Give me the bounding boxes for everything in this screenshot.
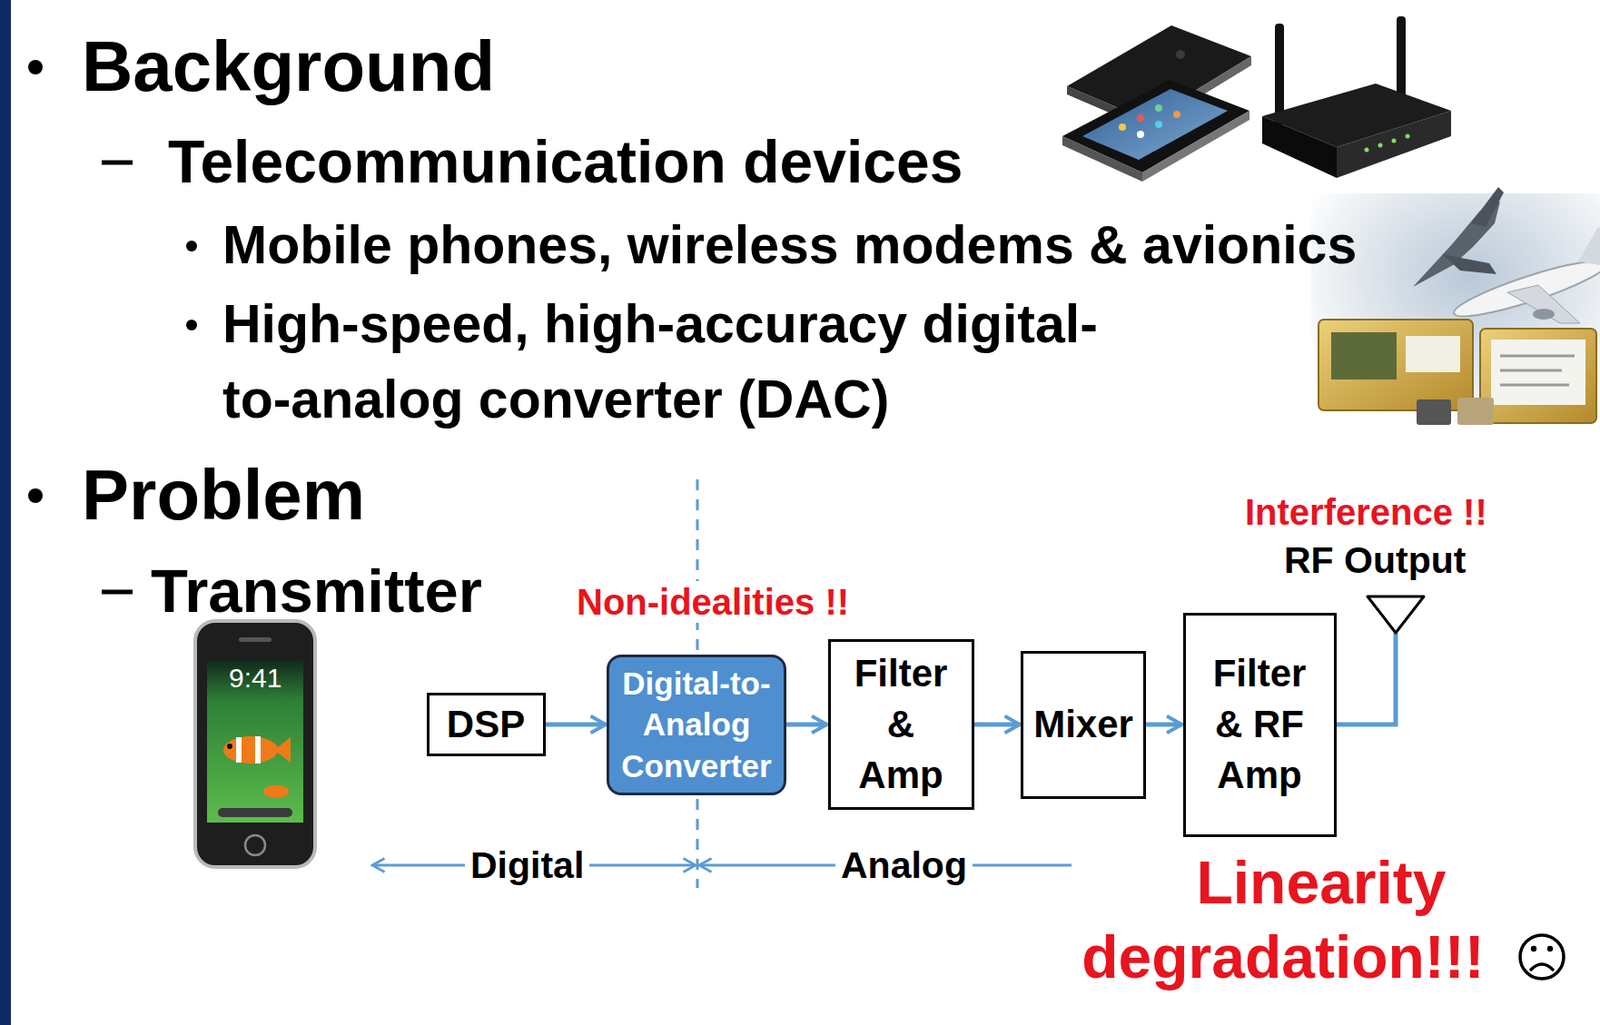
face-eye [1547,946,1553,952]
plate-line [1500,369,1562,373]
avionics-module [1480,328,1597,424]
subheading-text: Transmitter [150,555,483,626]
conclusion-text: Linearity degradation!!! [1046,845,1520,995]
face-eye [1530,946,1537,952]
phone-screen [1082,88,1228,160]
app-icon [1155,120,1163,129]
output-label: RF Output [1283,539,1466,583]
clownfish-eye [227,743,233,750]
bullet-dot [186,319,198,331]
chip [1457,397,1494,425]
bullet-text: High-speed, high-accuracy digital-to-ana… [222,286,1149,438]
avionics-module [1318,319,1473,411]
smartphones-picture [1062,25,1252,182]
signal-arrow [1145,722,1183,728]
warning-text: Interference !! [1244,491,1488,534]
domain-label: Analog [835,843,973,888]
subheading-text: Telecommunication devices [167,127,963,197]
phone-front [1062,79,1250,173]
router-led [1405,134,1411,139]
module-plate [1491,339,1586,405]
signal-arrow [786,722,828,728]
process-box: Filter & Amp [828,639,975,810]
process-box: Mixer [1020,651,1146,800]
phone-camera [1175,49,1186,60]
unlock-bar [217,808,293,818]
app-icon [1173,110,1181,119]
warning-text: Non-idealities !! [576,581,850,623]
process-box: DSP [426,692,546,757]
antenna-feed [1336,632,1396,725]
antenna-symbol [1367,596,1424,633]
airliner-wing [1507,285,1581,324]
home-button [245,835,266,856]
heading-text: Background [81,25,495,108]
router-picture [1262,16,1452,178]
handset-body [195,621,316,868]
edge-bar [0,0,11,1025]
signal-arrow [545,722,607,728]
plate-line [1500,355,1575,358]
router-antenna [1274,23,1284,126]
box-text: Digital-to-Analog Converter [614,662,779,788]
clock-text: 9:41 [228,662,282,694]
frown-face [1520,935,1564,979]
domain-label: Digital [464,843,590,888]
airliner-engine [1532,308,1555,320]
box-text: Filter & Amp [849,648,954,801]
app-icon [1155,104,1163,112]
bullet-dot [28,59,43,75]
handset-picture [195,621,316,868]
box-text: Filter & RF Amp [1207,648,1313,801]
router-led [1378,143,1383,149]
face-outline [1520,935,1564,979]
handset-speaker [238,637,272,642]
router-antenna [1396,16,1406,104]
clownfish-stripe [255,736,261,764]
heading-text: Problem [81,454,366,536]
bullet-dot [28,488,43,504]
circuit-board [1331,332,1397,380]
app-icon [1118,123,1126,131]
process-box: Filter & RF Amp [1183,612,1337,838]
box-text: DSP [446,701,525,748]
fighter-tail [1471,187,1504,228]
clownfish [223,736,278,764]
box-text: Mixer [1033,701,1134,748]
fighter-wing [1441,254,1497,275]
handset-screen [207,659,304,823]
bullet-dash [101,160,133,166]
app-icon [1136,114,1145,122]
face-mouth [1530,964,1553,970]
converter-box: Digital-to-Analog Converter [606,654,787,796]
signal-arrow [974,722,1021,728]
airliner-body [1450,251,1600,326]
module-plate [1405,335,1461,373]
airliner-tail [1578,227,1600,266]
clownfish-tail [274,737,291,763]
bullet-dot [186,240,198,252]
router-side [1262,116,1337,178]
app-icon [1136,130,1145,139]
clownfish [263,785,289,799]
clownfish-stripe [236,737,242,763]
chip [1416,399,1452,425]
router-front [1336,110,1452,178]
router-led [1364,148,1370,153]
bullet-text: Mobile phones, wireless modems & avionic… [222,214,1357,277]
router-led [1392,138,1397,144]
plate-line [1500,384,1570,387]
bullet-dash [101,590,133,595]
